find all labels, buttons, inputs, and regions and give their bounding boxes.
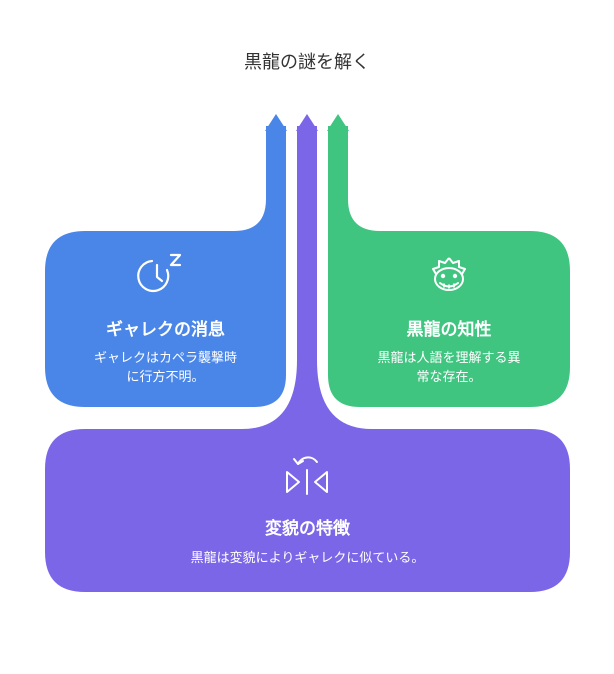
right-card-desc-line1: 黒龍は人語を理解する異 xyxy=(377,351,521,366)
left-card-desc-line2: に行方不明。 xyxy=(126,370,205,385)
purple-arrow-head xyxy=(296,114,318,131)
purple-card-shape xyxy=(45,126,570,592)
dragon-head-icon xyxy=(432,257,466,291)
diagram-title: 黒龍の謎を解く xyxy=(244,52,370,73)
green-card-shape xyxy=(328,126,570,407)
right-card-desc-line2: 常な存在。 xyxy=(416,370,482,385)
transform-arrows-icon xyxy=(286,456,328,495)
clock-zzz-icon xyxy=(137,253,182,292)
right-card-title: 黒龍の知性 xyxy=(406,320,492,340)
blue-card-shape xyxy=(45,126,286,407)
bottom-card-title: 変貌の特徴 xyxy=(265,519,350,539)
bottom-card-desc: 黒龍は変貌によりギャレクに似ている。 xyxy=(190,551,425,566)
left-card-title: ギャレクの消息 xyxy=(106,320,225,340)
green-arrow-head xyxy=(327,114,349,131)
left-card-desc-line1: ギャレクはカペラ襲撃時 xyxy=(93,351,237,366)
blue-arrow-head xyxy=(265,114,287,131)
